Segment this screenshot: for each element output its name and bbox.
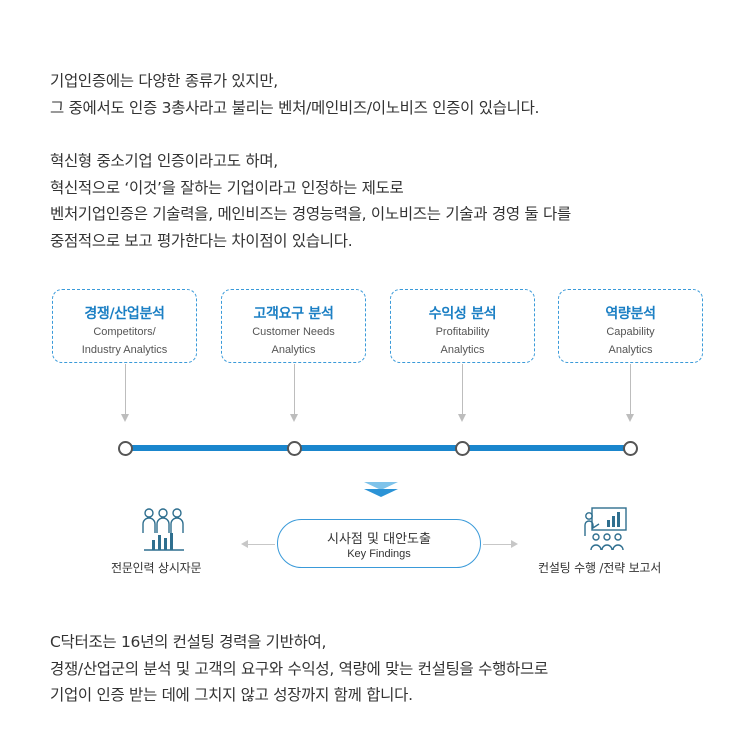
timeline-node bbox=[455, 441, 470, 456]
description-paragraph: 혁신형 중소기업 인증이라고도 하며, 혁신적으로 ‘이것’을 잘하는 기업이라… bbox=[50, 148, 571, 254]
timeline-bar bbox=[126, 445, 631, 451]
arrow-down-icon bbox=[458, 414, 466, 422]
key-findings-subtitle: Key Findings bbox=[347, 548, 411, 560]
analysis-box-customer-needs: 고객요구 분석 Customer Needs Analytics bbox=[221, 289, 366, 363]
arrow-down-icon bbox=[121, 414, 129, 422]
analysis-box-competitors: 경쟁/산업분석 Competitors/ Industry Analytics bbox=[52, 289, 197, 363]
description-line: 중점적으로 보고 평가한다는 차이점이 있습니다. bbox=[50, 231, 353, 250]
closing-line: 기업이 인증 받는 데에 그치지 않고 성장까지 함께 합니다. bbox=[50, 686, 413, 704]
analysis-box-subtitle: Capability bbox=[606, 326, 655, 338]
description-line: 혁신형 중소기업 인증이라고도 하며, bbox=[50, 152, 278, 170]
arrow-down-icon bbox=[626, 414, 634, 422]
chevron-down-icon bbox=[364, 482, 398, 490]
key-findings-title: 시사점 및 대안도출 bbox=[327, 532, 431, 547]
analysis-box-subtitle: Analytics bbox=[440, 343, 485, 356]
arrow-down-icon bbox=[290, 414, 298, 422]
intro-line: 그 중에서도 인증 3총사라고 불리는 벤처/메인비즈/이노비즈 인증이 있습니… bbox=[50, 98, 540, 117]
analysis-box-profitability: 수익성 분석 Profitability Analytics bbox=[390, 289, 535, 363]
presentation-consulting-icon bbox=[584, 507, 627, 551]
analysis-box-subtitle: Industry Analytics bbox=[81, 343, 168, 356]
connector-line bbox=[483, 544, 511, 545]
connector-line bbox=[125, 364, 126, 416]
closing-paragraph: C닥터조는 16년의 컨설팅 경력을 기반하여, 경쟁/산업군의 분석 및 고객… bbox=[50, 629, 548, 709]
analysis-box-subtitle: Analytics bbox=[271, 343, 316, 356]
connector-line bbox=[294, 364, 295, 416]
connector-line bbox=[462, 364, 463, 416]
expert-advisory-caption: 전문인력 상시자문 bbox=[111, 561, 202, 575]
closing-line: 경쟁/산업군의 분석 및 고객의 요구와 수익성, 역량에 맞는 컨설팅을 수행… bbox=[50, 659, 548, 678]
timeline-node bbox=[623, 441, 638, 456]
analysis-box-subtitle: Customer Needs bbox=[252, 326, 335, 338]
key-findings-pill: 시사점 및 대안도출 Key Findings bbox=[277, 519, 481, 568]
consulting-report-caption: 컨설팅 수행 /전략 보고서 bbox=[538, 561, 662, 575]
closing-line: C닥터조는 16년의 컨설팅 경력을 기반하여, bbox=[50, 633, 327, 651]
analysis-box-subtitle: Competitors/ bbox=[93, 326, 156, 338]
analysis-box-title: 수익성 분석 bbox=[428, 306, 497, 322]
arrow-left-icon bbox=[241, 540, 248, 548]
intro-line: 기업인증에는 다양한 종류가 있지만, bbox=[50, 72, 278, 90]
analysis-box-capability: 역량분석 Capability Analytics bbox=[558, 289, 703, 363]
analysis-box-subtitle: Analytics bbox=[608, 343, 653, 356]
description-line: 혁신적으로 ‘이것’을 잘하는 기업이라고 인정하는 제도로 bbox=[50, 178, 404, 197]
connector-line bbox=[247, 544, 275, 545]
description-line: 벤처기업인증은 기술력을, 메인비즈는 경영능력을, 이노비즈는 기술과 경영 … bbox=[50, 205, 571, 223]
experts-group-chart-icon bbox=[142, 508, 184, 551]
connector-line bbox=[630, 364, 631, 416]
arrow-right-icon bbox=[511, 540, 518, 548]
timeline-node bbox=[287, 441, 302, 456]
analysis-box-title: 경쟁/산업분석 bbox=[84, 306, 165, 322]
intro-paragraph: 기업인증에는 다양한 종류가 있지만, 그 중에서도 인증 3총사라고 불리는 … bbox=[50, 68, 539, 121]
analysis-box-title: 역량분석 bbox=[605, 306, 656, 322]
timeline-node bbox=[118, 441, 133, 456]
analysis-box-subtitle: Profitability bbox=[435, 326, 490, 338]
chevron-down-icon bbox=[364, 489, 398, 497]
analysis-box-title: 고객요구 분석 bbox=[253, 306, 334, 322]
